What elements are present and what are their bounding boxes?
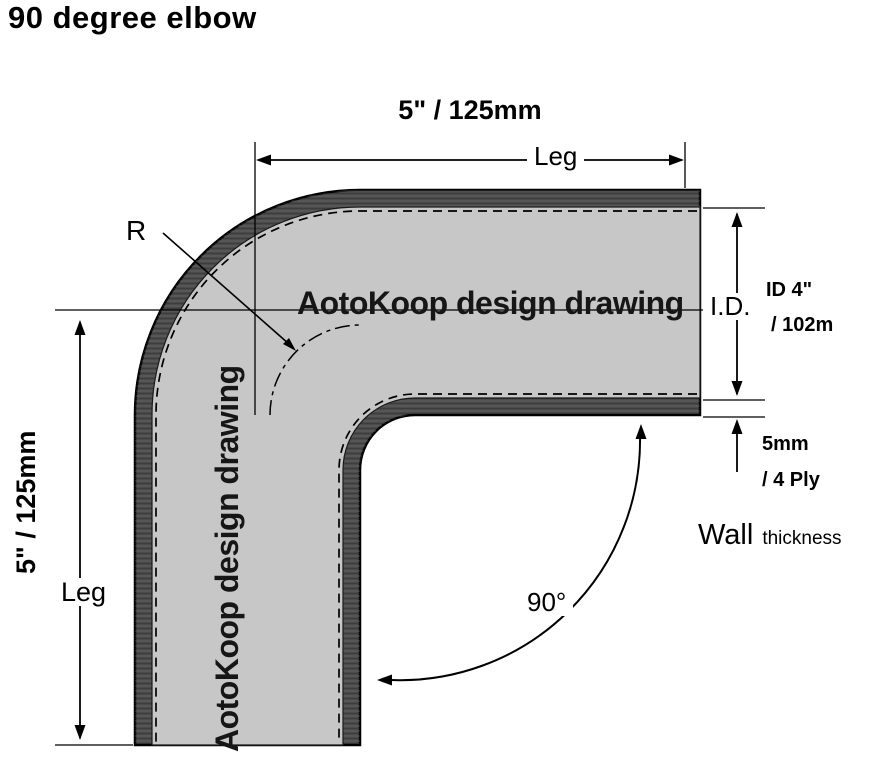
wall-label-sub: thickness (762, 528, 842, 549)
arrow-left-down (74, 725, 86, 740)
radius-label: R (126, 215, 147, 246)
ply-dashed-inner (338, 393, 697, 742)
leader-radius (162, 232, 290, 345)
angle-90-label: 90° (520, 588, 574, 617)
arrow-top-left (256, 154, 271, 166)
arrow-angle-bottom (377, 674, 392, 686)
angle-arc-90 (389, 434, 642, 682)
id-value-line2: / 102m (771, 314, 834, 336)
watermark-vertical: AotoKoop design drawing (209, 365, 245, 752)
arrow-id-up (731, 212, 743, 227)
id-label: I.D. (703, 292, 758, 321)
arrow-top-right (669, 154, 684, 166)
wall-value-line2: / 4 Ply (762, 469, 820, 491)
arrow-id-down (731, 381, 743, 396)
dim-top-value: 5" / 125mm (398, 95, 542, 125)
dim-left-value: 5" / 125mm (11, 430, 41, 574)
radius-centerline-arc (269, 324, 361, 416)
dim-left-leg-label: Leg (54, 578, 114, 606)
arrow-wall-up (731, 419, 743, 434)
watermark-horizontal: AotoKoop design drawing (297, 285, 684, 321)
wall-thickness-label: Wall thickness (698, 519, 842, 551)
arrow-left-up (74, 320, 86, 335)
arrow-angle-top (635, 424, 647, 439)
id-value-line1: ID 4" (766, 279, 813, 301)
wall-value-line1: 5mm (762, 433, 809, 455)
dim-top-leg-label: Leg (527, 142, 585, 171)
wall-label-main: Wall (698, 519, 754, 551)
arrow-radius (283, 338, 296, 351)
page-title: 90 degree elbow (8, 0, 257, 35)
ply-dashed-outer (155, 210, 697, 742)
